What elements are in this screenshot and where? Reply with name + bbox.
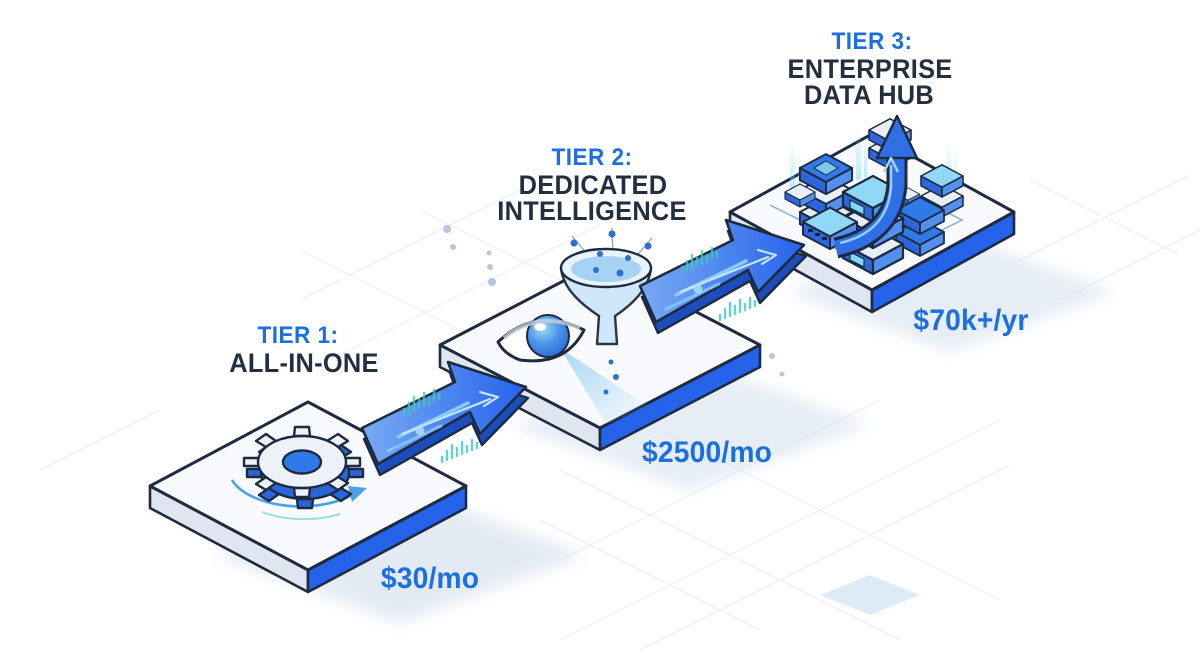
tier1-label: TIER 1: [257,322,339,349]
tier3-label: TIER 3: [831,28,913,55]
tier3-price: $70k+/yr [913,304,1029,337]
data-dots [570,230,652,395]
console-marks [808,229,827,240]
arrow-tier1-to-tier2 [360,360,530,477]
tier2-title-line1: DEDICATED [518,170,668,200]
tier2-price: $2500/mo [641,436,773,469]
eye-icon [496,314,586,363]
growth-arrow-icon [833,114,919,259]
tier1-price: $30/mo [380,562,480,595]
background-diamond [820,575,920,615]
tier2-label: TIER 2: [551,144,633,171]
eye-beam [560,348,648,424]
tier2-title-line2: INTELLIGENCE [497,196,687,226]
arrow-tier2-to-tier3 [638,218,808,335]
background-dots [443,225,785,377]
gear-icon [242,425,365,510]
tier3-title-line1: ENTERPRISE [787,54,953,84]
tier1-title: ALL-IN-ONE [229,348,379,378]
tier3-title-line2: DATA HUB [803,80,935,110]
